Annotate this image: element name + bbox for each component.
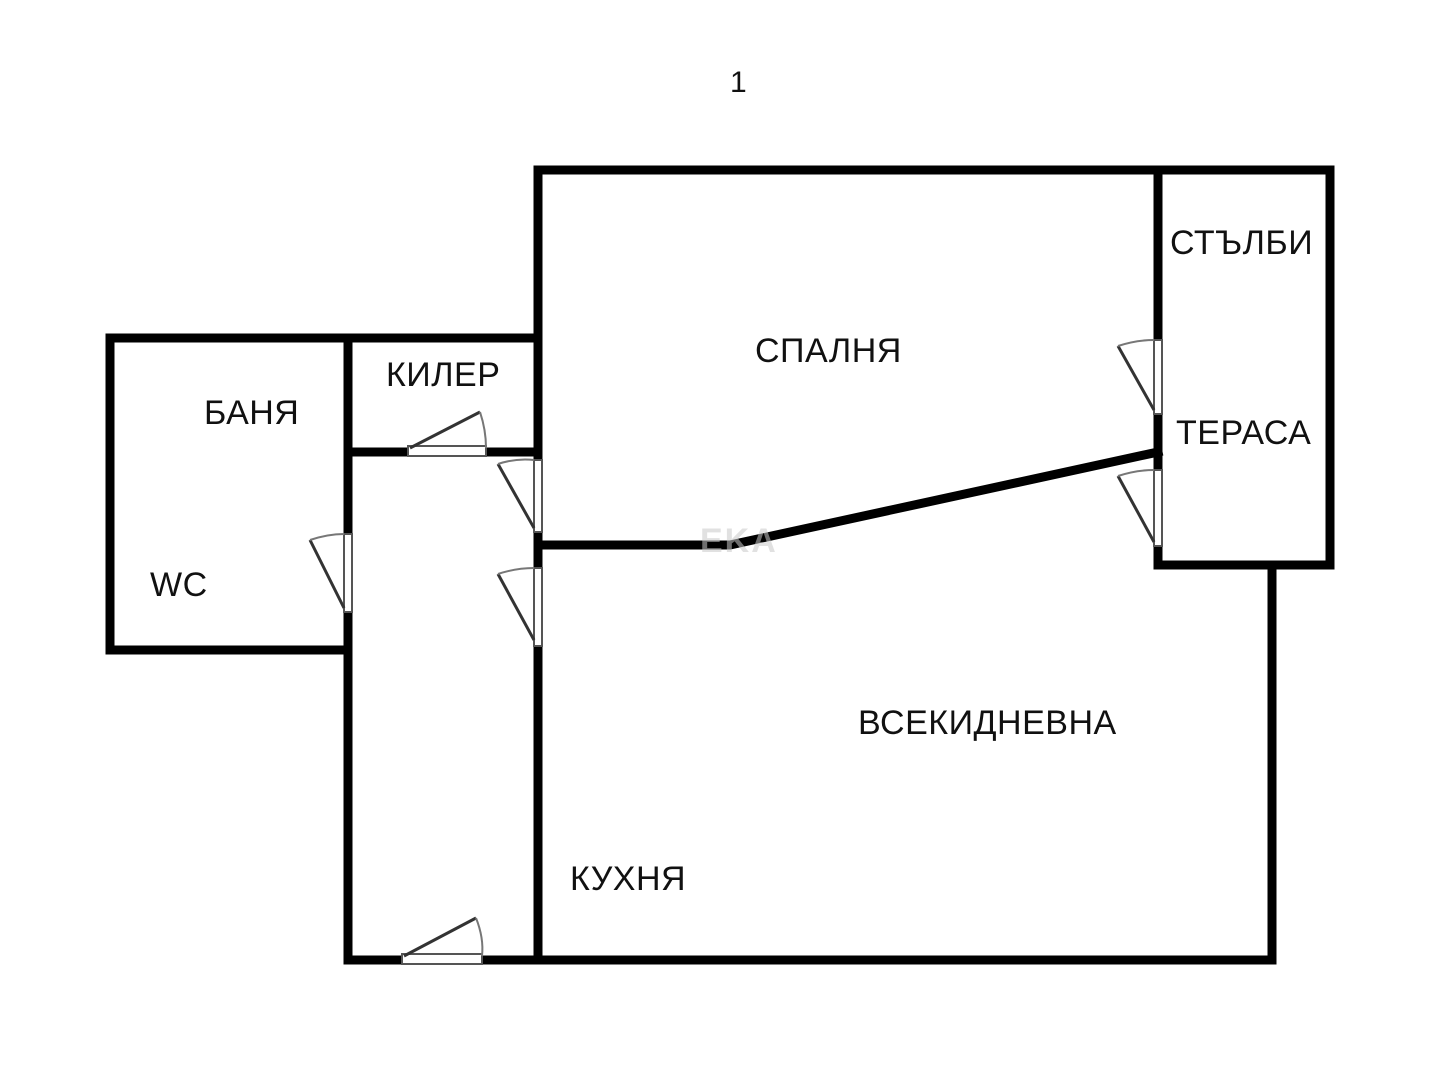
wall-bedroom-living (533, 446, 1164, 550)
floor-label: 1 (730, 66, 748, 99)
door-kitchen (496, 567, 543, 647)
room-label-living-room: ВСЕКИДНЕВНА (858, 704, 1117, 742)
wall-living-right (343, 560, 1277, 965)
door-terrace-bedroom (1116, 339, 1163, 415)
room-label-wc: WC (150, 566, 208, 604)
room-label-kitchen: КУХНЯ (570, 860, 687, 898)
room-label-stairs: СТЪЛБИ (1170, 224, 1314, 262)
room-label-bedroom: СПАЛНЯ (755, 332, 902, 370)
room-label-terrace: ТЕРАСА (1176, 414, 1312, 452)
door-terrace-living (1116, 469, 1163, 547)
watermark: EKA (700, 522, 778, 560)
door-pantry (407, 410, 487, 457)
door-bathroom (308, 533, 353, 613)
door-bedroom (496, 458, 543, 533)
room-label-bathroom: БАНЯ (204, 394, 300, 432)
wall-bathroom-outer (105, 333, 350, 655)
room-label-pantry: КИЛЕР (386, 356, 501, 394)
door-entrance (401, 916, 484, 965)
